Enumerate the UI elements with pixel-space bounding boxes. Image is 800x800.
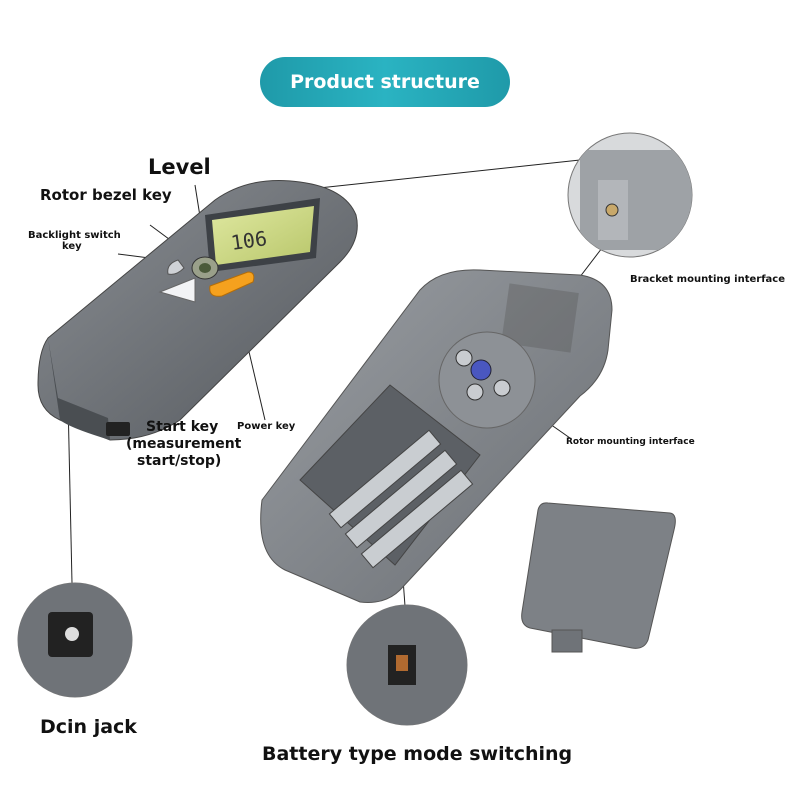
label-start-key-2: (measurement [126,436,242,452]
label-power-key: Power key [237,421,296,432]
label-dcin-jack: Dcin jack [40,716,137,738]
tachometer-front: 106 [37,179,358,441]
bracket-inset [567,132,693,258]
label-start-key-3: start/stop) [137,453,222,469]
start-key [158,277,196,303]
svg-text:106: 106 [229,226,268,255]
dcin-inset [17,582,133,698]
label-rotor-mounting-interface: Rotor mounting interface [566,437,695,447]
power-key [209,271,255,297]
label-level: Level [148,155,211,179]
title-text: Product structure [290,71,480,93]
battery-cover [521,502,676,649]
label-bracket-mounting-interface: Bracket mounting interface [630,274,785,285]
product-structure-title: Product structure [260,57,510,107]
label-start-key-1: Start key [146,419,219,435]
label-backlight-switch-key-1: Backlight switch [28,230,121,241]
label-battery-type-mode-switching: Battery type mode switching [262,743,573,765]
backlight-switch-key [167,259,185,275]
lcd-screen [212,206,314,265]
label-backlight-switch-key-2: key [62,241,82,252]
battery-switch-inset [346,604,468,726]
label-rotor-bezel-key: Rotor bezel key [40,186,172,204]
tachometer-back [260,269,613,603]
